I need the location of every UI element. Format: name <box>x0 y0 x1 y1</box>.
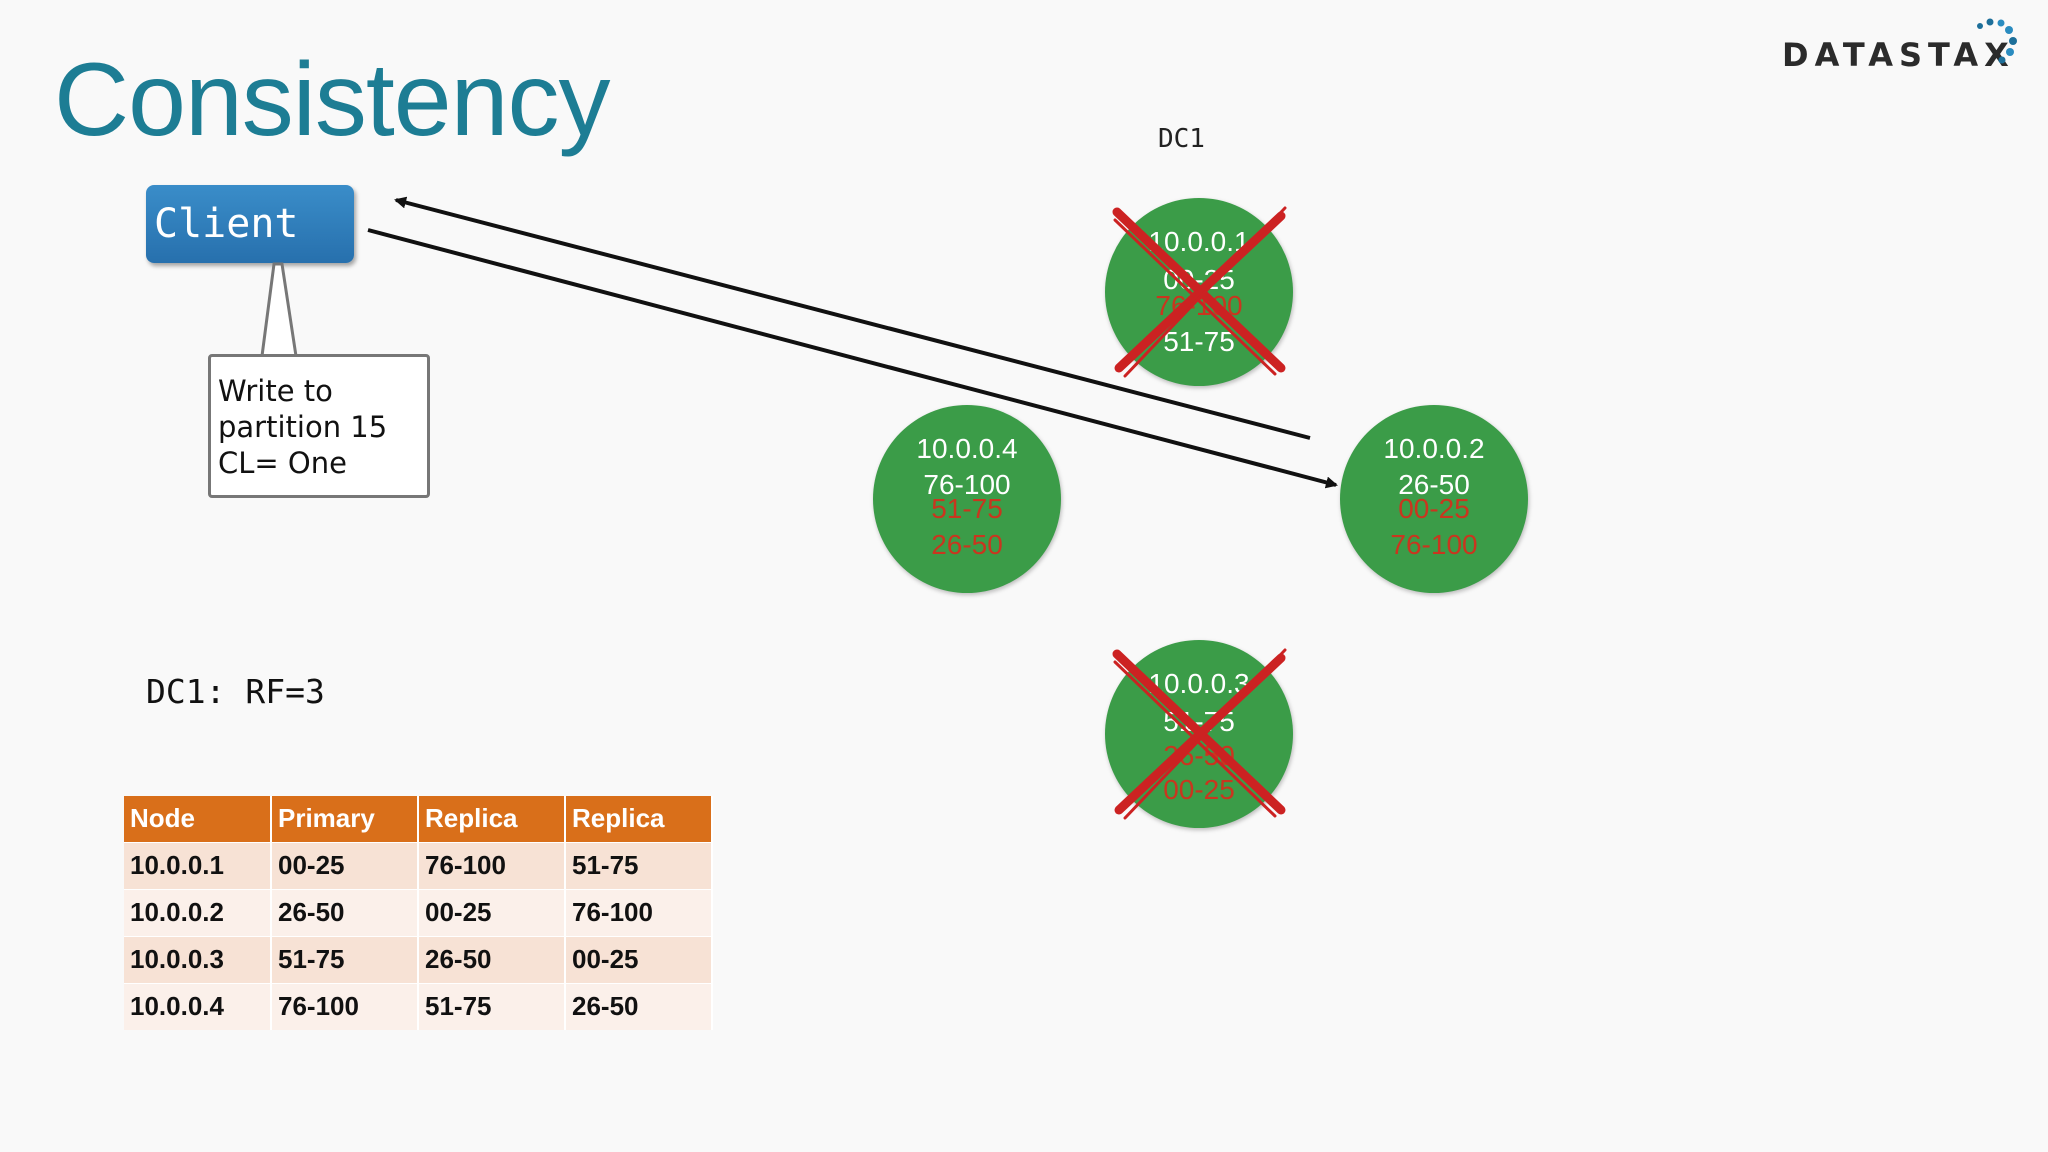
table-row: 10.0.0.3 51-75 26-50 00-25 <box>124 935 713 983</box>
table-cell: 76-100 <box>418 841 566 889</box>
slide-title: Consistency <box>54 42 610 158</box>
datastax-dots-logo-icon <box>1977 18 2017 64</box>
table-cell: 10.0.0.3 <box>124 935 272 983</box>
node-replica-range: 51-75 <box>1163 326 1235 357</box>
table-cell: 51-75 <box>418 982 566 1030</box>
table-cell: 10.0.0.1 <box>124 841 272 889</box>
table-row: 10.0.0.2 26-50 00-25 76-100 <box>124 888 713 936</box>
node-10-0-0-4: 10.0.0.4 76-100 51-75 26-50 <box>873 405 1061 593</box>
callout-pointer <box>260 262 298 358</box>
datacenter-label: DC1 <box>1158 124 1205 154</box>
table-row: 10.0.0.1 00-25 76-100 51-75 <box>124 841 713 889</box>
table-header-row: Node Primary Replica Replica <box>124 796 713 842</box>
request-arrow <box>367 228 1338 489</box>
table-cell: 00-25 <box>565 935 713 983</box>
callout-line: CL= One <box>218 446 347 480</box>
table-cell: 76-100 <box>271 982 419 1030</box>
node-ip: 10.0.0.2 <box>1383 433 1485 464</box>
table-cell: 00-25 <box>418 888 566 936</box>
node-replica-range: 00-25 <box>1398 493 1470 524</box>
table-cell: 76-100 <box>565 888 713 936</box>
datastax-logo-text: DATASTAX <box>1782 36 2015 74</box>
node-10-0-0-2: 10.0.0.2 26-50 00-25 76-100 <box>1340 405 1528 593</box>
node-down-cross-icon <box>1112 648 1287 820</box>
node-ip: 10.0.0.4 <box>916 433 1018 464</box>
table-cell: 51-75 <box>271 935 419 983</box>
column-header: Node <box>124 796 272 842</box>
client-box: Client <box>146 185 354 263</box>
node-down-cross-icon <box>1112 206 1287 378</box>
node-10-0-0-1: 10.0.0.1 00-25 76-100 51-75 <box>1105 198 1293 386</box>
node-10-0-0-3: 10.0.0.3 51-75 26-50 00-25 <box>1105 640 1293 828</box>
table-cell: 26-50 <box>565 982 713 1030</box>
table-cell: 00-25 <box>271 841 419 889</box>
table-cell: 51-75 <box>565 841 713 889</box>
callout-line: partition 15 <box>218 410 388 444</box>
table-cell: 10.0.0.4 <box>124 982 272 1030</box>
node-replica-range: 00-25 <box>1163 774 1235 805</box>
callout-line: Write to <box>218 374 333 408</box>
node-primary-range: 76-100 <box>923 469 1011 500</box>
column-header: Primary <box>271 796 419 842</box>
write-callout: Write to partition 15 CL= One <box>208 354 430 498</box>
replication-factor-label: DC1: RF=3 <box>146 672 325 711</box>
column-header: Replica <box>418 796 566 842</box>
table-cell: 26-50 <box>271 888 419 936</box>
table-cell: 10.0.0.2 <box>124 888 272 936</box>
token-ring-table: Node Primary Replica Replica 10.0.0.1 00… <box>124 796 713 1030</box>
node-replica-range: 51-75 <box>931 493 1003 524</box>
node-replica-range: 76-100 <box>1390 529 1478 560</box>
node-primary-range: 26-50 <box>1398 469 1470 500</box>
table-cell: 26-50 <box>418 935 566 983</box>
table-row: 10.0.0.4 76-100 51-75 26-50 <box>124 982 713 1030</box>
ack-arrow <box>394 196 1311 440</box>
node-replica-range: 26-50 <box>931 529 1003 560</box>
column-header: Replica <box>565 796 713 842</box>
